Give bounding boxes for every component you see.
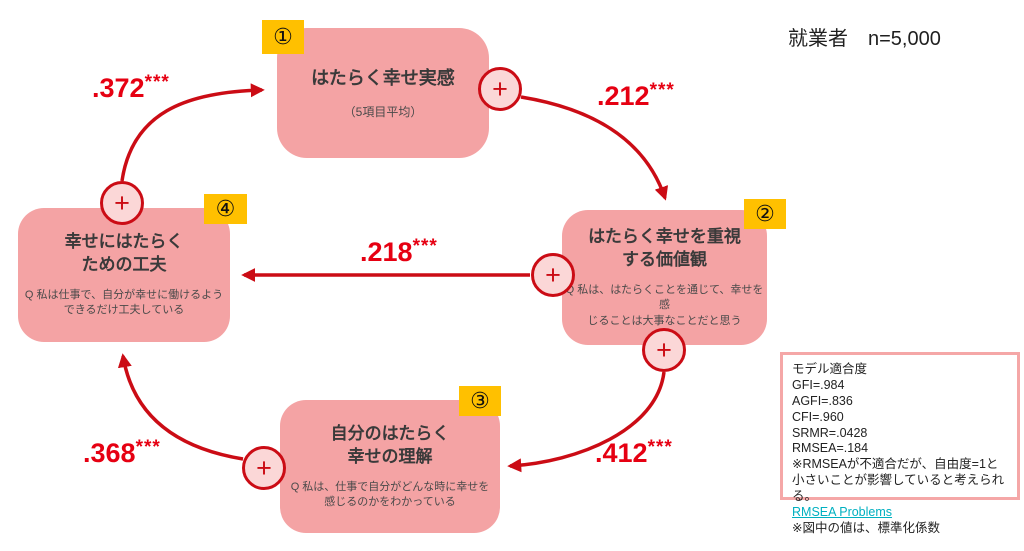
node-question: Q 私は仕事で、自分が幸せに働けるよう できるだけ工夫している <box>24 289 224 317</box>
fit-stat-cfi: CFI=.960 <box>792 409 844 424</box>
node-box-understanding-own-happiness: 自分のはたらく 幸せの理解 Q 私は、仕事で自分がどんな時に幸せを 感じるのかを… <box>280 400 500 533</box>
coefficient-value: .218 <box>360 237 413 267</box>
significance-stars: *** <box>135 437 161 458</box>
plus-sign-circle-edge-2to3: + <box>642 328 686 372</box>
coefficient-value: .368 <box>83 438 136 468</box>
significance-stars: *** <box>647 437 673 458</box>
coefficient-value: .372 <box>92 73 145 103</box>
fit-note-standardized: ※図中の値は、標準化係数 <box>792 520 940 535</box>
edge-coefficient-1to2: .212*** <box>597 80 675 112</box>
node-box-devising-to-work-happily: 幸せにはたらく ための工夫 Q 私は仕事で、自分が幸せに働けるよう できるだけ工… <box>18 208 230 342</box>
node-box-valuing-working-happiness: はたらく幸せを重視 する価値観 Q 私は、はたらくことを通じて、幸せを感 じるこ… <box>562 210 767 345</box>
arrow-node1-to-node2 <box>520 95 669 201</box>
node-title: 幸せにはたらく ための工夫 <box>64 232 184 275</box>
fit-stat-agfi: AGFI=.836 <box>792 393 853 408</box>
coefficient-value: .212 <box>597 81 650 111</box>
fit-stat-rmsea: RMSEA=.184 <box>792 441 869 456</box>
plus-sign-circle-edge-1to2: + <box>478 67 522 111</box>
coefficient-value: .412 <box>595 438 648 468</box>
plus-sign-circle-edge-3to4: + <box>242 446 286 490</box>
node-title: はたらく幸せ実感 <box>311 68 455 89</box>
significance-stars: *** <box>649 80 675 101</box>
fit-note-rmsea: ※RMSEAが不適合だが、自由度=1と小さいことが影響していると考えられる。 <box>792 457 1005 503</box>
significance-stars: *** <box>144 72 170 93</box>
node-title: 自分のはたらく 幸せの理解 <box>330 423 450 466</box>
edge-coefficient-2to3: .412*** <box>595 437 673 469</box>
fit-stat-gfi: GFI=.984 <box>792 377 845 392</box>
fit-stat-srmr: SRMR=.0428 <box>792 425 868 440</box>
plus-sign-circle-edge-4to1: + <box>100 181 144 225</box>
significance-stars: *** <box>412 236 438 257</box>
edge-coefficient-3to4: .368*** <box>83 437 161 469</box>
rmsea-problems-link[interactable]: RMSEA Problems <box>792 504 893 519</box>
node-badge-3: ③ <box>459 386 501 416</box>
node-subtitle: （5項目平均） <box>343 104 423 119</box>
edge-coefficient-2to4: .218*** <box>360 236 438 268</box>
model-fit-panel: モデル適合度 GFI=.984 AGFI=.836 CFI=.960 SRMR=… <box>780 352 1020 535</box>
fit-panel-title: モデル適合度 <box>792 362 868 376</box>
node-badge-4: ④ <box>204 194 247 224</box>
edge-coefficient-4to1: .372*** <box>92 72 170 104</box>
sample-size-label: 就業者 n=5,000 <box>788 28 941 50</box>
node-question: Q 私は、はたらくことを通じて、幸せを感 じることは大事なことだと思う <box>565 283 764 327</box>
node-box-working-happiness-feeling: はたらく幸せ実感 （5項目平均） <box>277 28 489 158</box>
node-badge-1: ① <box>262 20 304 54</box>
node-badge-2: ② <box>744 199 786 229</box>
node-question: Q 私は、仕事で自分がどんな時に幸せを 感じるのかをわかっている <box>290 480 490 508</box>
node-title: はたらく幸せを重視 する価値観 <box>588 226 741 269</box>
plus-sign-circle-edge-2to4: + <box>531 253 575 297</box>
